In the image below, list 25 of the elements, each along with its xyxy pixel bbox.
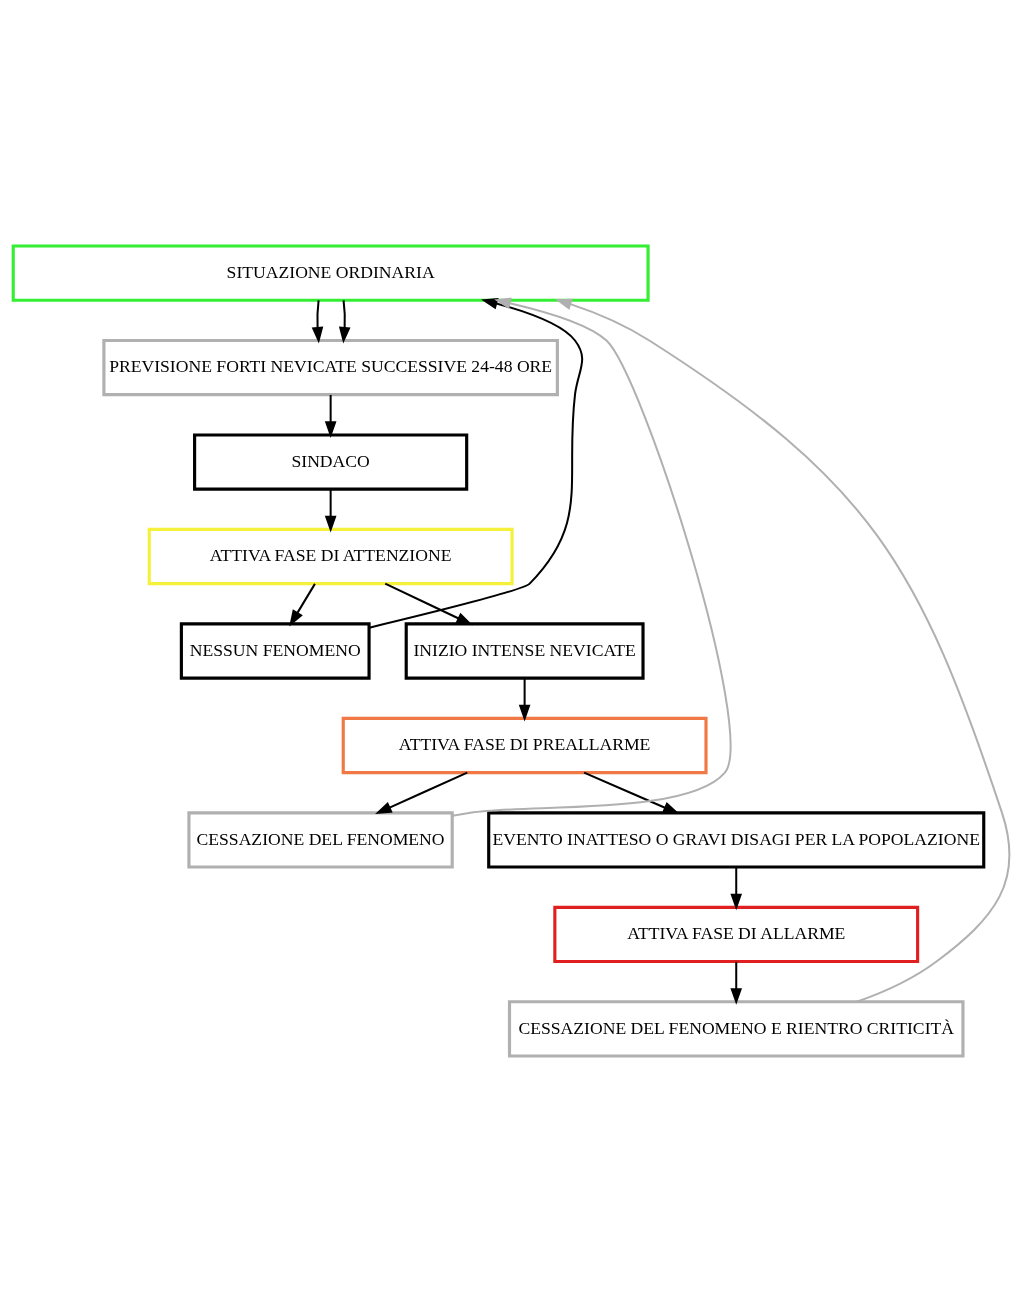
arrow <box>369 297 584 629</box>
node-box: ATTIVA FASE DI PREALLARME <box>341 716 708 774</box>
arrow <box>311 299 324 344</box>
arrow <box>384 582 473 625</box>
node-box: CESSAZIONE DEL FENOMENO <box>187 810 454 869</box>
node-box: INIZIO INTENSE NEVICATE <box>404 621 645 680</box>
arrow <box>375 771 468 814</box>
node-box: CESSAZIONE DEL FENOMENO E RIENTRO CRITICITÀ <box>507 999 965 1058</box>
arrow <box>555 298 1011 1003</box>
arrow <box>338 299 351 344</box>
node-box: PREVISIONE FORTI NEVICATE SUCCESSIVE 24-48 ORE <box>102 338 559 396</box>
arrow <box>730 866 743 910</box>
node-box: EVENTO INATTESO O GRAVI DISAGI PER LA POPOLAZIONE <box>487 810 986 869</box>
arrow <box>452 297 732 817</box>
arrow <box>289 582 316 626</box>
node-box: SITUAZIONE ORDINARIA <box>11 243 650 302</box>
node-box: ATTIVA FASE DI ATTENZIONE <box>147 527 514 585</box>
arrow <box>518 677 531 721</box>
arrow <box>324 488 337 532</box>
node-box: NESSUN FENOMENO <box>179 621 371 680</box>
node-box: SINDACO <box>193 432 469 491</box>
arrow <box>583 771 680 814</box>
arrow <box>324 394 337 438</box>
node-box: ATTIVA FASE DI ALLARME <box>553 905 920 963</box>
arrow <box>730 961 743 1005</box>
